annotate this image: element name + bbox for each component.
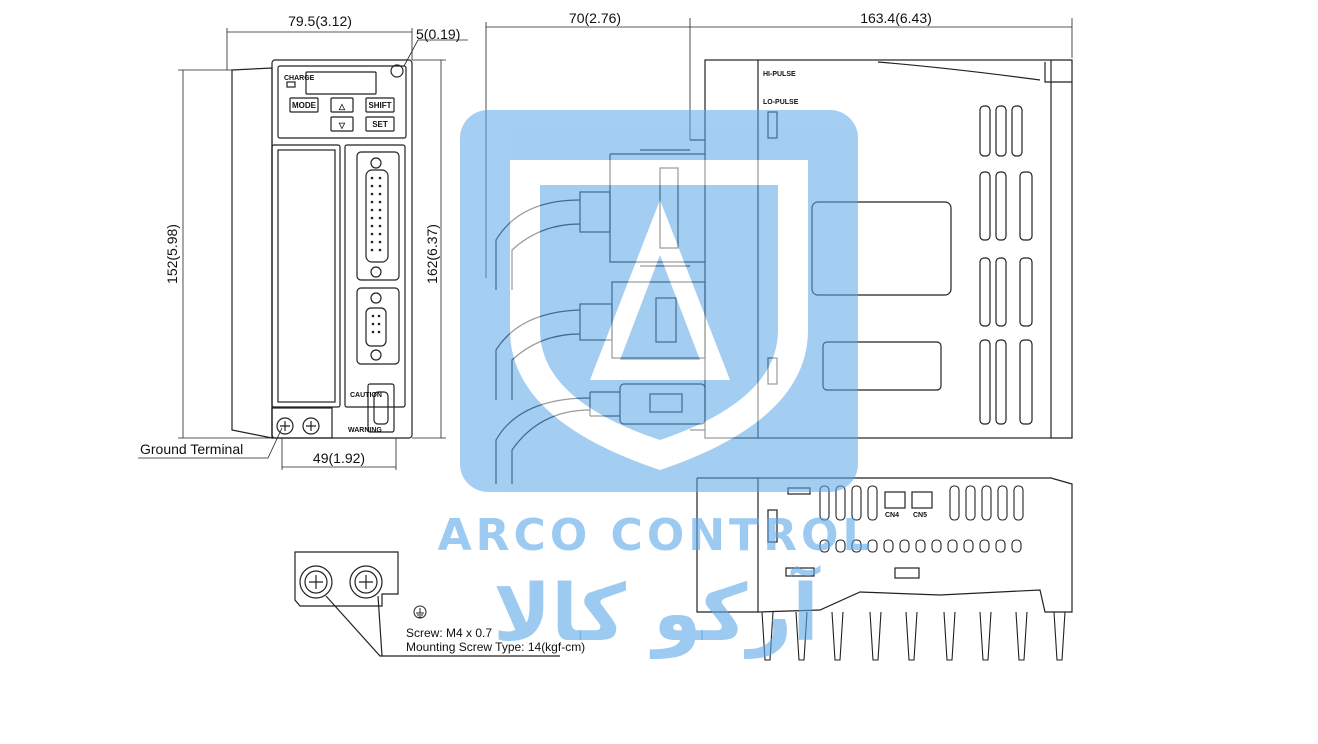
down-key: ▽ <box>338 121 346 130</box>
lo-pulse-label: LO-PULSE <box>763 99 799 106</box>
ground-terminal-label: Ground Terminal <box>140 441 243 457</box>
screw-spec: Screw: M4 x 0.7 <box>406 626 492 640</box>
hi-pulse-label: HI-PULSE <box>763 71 796 78</box>
dim-side-depth: 70(2.76) <box>569 10 621 26</box>
heatsink-fins <box>761 611 1066 661</box>
cn1-pins <box>370 176 382 334</box>
caution-label: CAUTION <box>350 392 382 399</box>
dim-width-top: 79.5(3.12) <box>288 13 352 29</box>
mode-key: MODE <box>292 101 317 110</box>
watermark-persian: آرکو کالا <box>493 565 821 659</box>
dim-side-length: 163.4(6.43) <box>860 10 932 26</box>
warning-label: WARNING <box>348 427 382 434</box>
watermark-latin: ARCO CONTROL <box>438 510 875 561</box>
dim-hole: 5(0.19) <box>416 26 460 42</box>
shift-key: SHIFT <box>368 101 391 110</box>
screw-detail <box>294 551 560 657</box>
charge-label: CHARGE <box>284 75 315 82</box>
mounting-torque: Mounting Screw Type: 14(kgf-cm) <box>406 640 585 654</box>
terminal-screws <box>280 421 316 431</box>
ground-icon <box>413 605 427 619</box>
up-key: △ <box>338 102 346 111</box>
cn5-label: CN5 <box>913 512 927 519</box>
cn4-label: CN4 <box>885 512 899 519</box>
front-dimension-lines <box>138 28 468 470</box>
set-key: SET <box>372 120 388 129</box>
dim-height-left: 152(5.98) <box>164 224 180 284</box>
front-view <box>231 59 413 439</box>
dim-height-right: 162(6.37) <box>424 224 440 284</box>
watermark-logo <box>460 110 858 492</box>
dim-bottom-width: 49(1.92) <box>313 450 365 466</box>
